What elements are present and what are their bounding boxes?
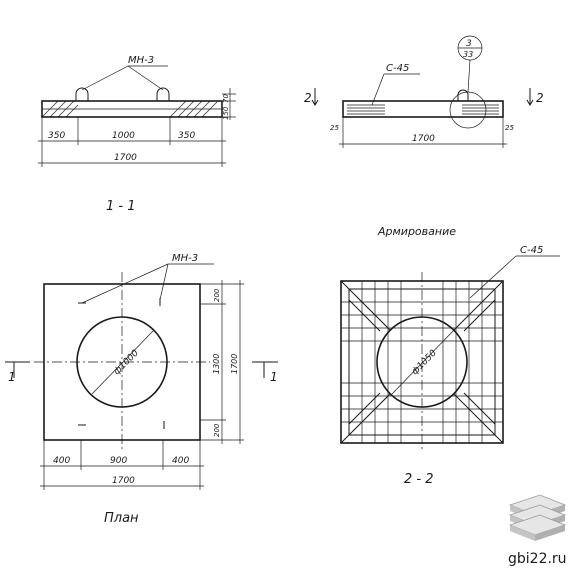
mark-label: МН-3 — [172, 253, 198, 264]
lifting-loop — [457, 89, 469, 101]
hatch-left — [41, 100, 79, 118]
callout-top: 3 — [466, 39, 472, 49]
cut-mark-right: 2 — [536, 91, 544, 105]
lifting-loop-left — [75, 87, 89, 101]
dim-right-bottom: 200 — [213, 423, 221, 437]
watermark-logo — [508, 494, 567, 541]
dim-bottom-middle: 900 — [110, 456, 127, 466]
cut-mark-left: 2 — [304, 91, 312, 105]
dim-bottom-left: 400 — [53, 456, 70, 466]
lifting-loop-right — [156, 87, 170, 101]
dim-left: 350 — [48, 131, 65, 141]
dim-total: 1700 — [114, 153, 137, 163]
reinforcement-hole-dim: ф1050 — [410, 348, 439, 377]
mark-label: МН-3 — [128, 55, 154, 66]
dim-middle: 1000 — [112, 131, 135, 141]
dim-right: 350 — [178, 131, 195, 141]
bar-label: С-45 — [386, 63, 409, 74]
dim-bottom-total: 1700 — [112, 476, 135, 486]
reinforcement-heading: Армирование — [377, 225, 456, 238]
section-title: 1 - 1 — [106, 199, 136, 214]
dim-right-middle: 1300 — [212, 354, 221, 374]
callout-bottom: 33 — [463, 50, 473, 59]
section-reinforcement-side: 3 33 С-45 2 2 25 25 1700 — [304, 35, 544, 148]
plan-title: План — [104, 511, 139, 526]
height-dim-bottom: 150 — [222, 106, 230, 120]
cut-mark-right: 1 — [270, 370, 278, 384]
reinforcement-view: Армирование — [340, 225, 560, 487]
bar-label: С-45 — [520, 245, 543, 256]
cover-left: 25 — [330, 124, 339, 132]
hatch-right — [169, 100, 219, 118]
dim-total: 1700 — [412, 134, 435, 144]
plan-hole-dim: ф1000 — [112, 348, 141, 377]
cover-right: 25 — [505, 124, 514, 132]
plan-view: ф1000 МН-3 1 1 200 1300 200 1700 — [5, 253, 278, 526]
dim-bottom-right: 400 — [172, 456, 189, 466]
reinforcement-title: 2 - 2 — [404, 472, 434, 487]
section-1-1: МН-3 70 150 350 1000 350 1700 1 - 1 — [38, 55, 236, 214]
watermark-site: gbi22.ru — [508, 551, 567, 567]
cut-mark-left: 1 — [8, 370, 16, 384]
height-dim-top: 70 — [222, 94, 230, 103]
dim-right-top: 200 — [213, 288, 221, 302]
dim-right-total: 1700 — [230, 354, 239, 374]
